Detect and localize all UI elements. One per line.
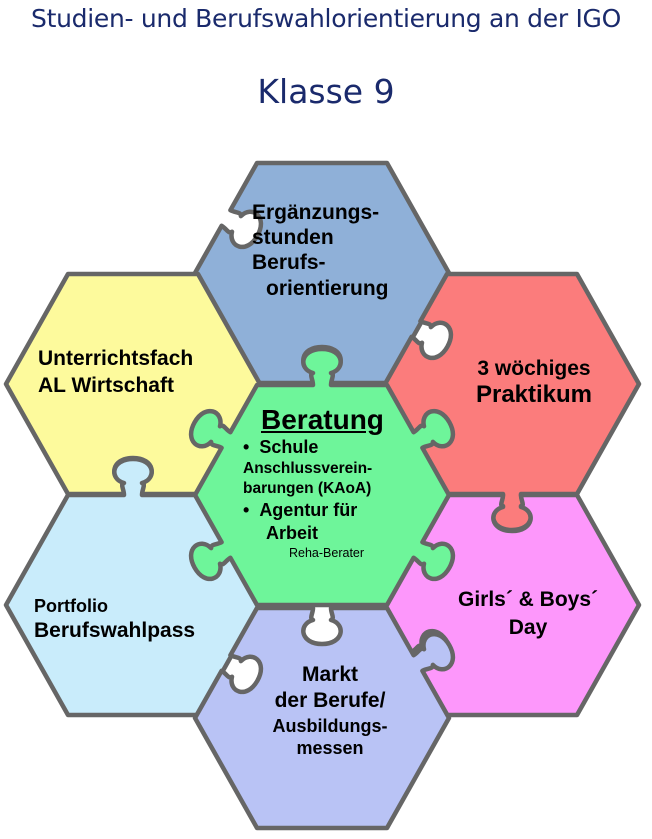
bullet-text: Agentur für xyxy=(259,499,358,520)
bullet-icon: • xyxy=(243,499,260,520)
piece-lower-left-label: Portfolio Berufswahlpass xyxy=(34,596,195,643)
page-title: Studien- und Berufswahlorientierung an d… xyxy=(31,4,621,33)
page-subtitle: Klasse 9 xyxy=(257,72,395,111)
piece-center-label: Beratung • Schule Anschlussverein- barun… xyxy=(243,404,384,561)
piece-upper-left-label: Unterrichtsfach AL Wirtschaft xyxy=(38,345,193,400)
bullet-icon: • xyxy=(243,437,260,458)
label-line: Unterrichtsfach xyxy=(38,347,194,370)
label-line: stunden xyxy=(252,226,334,250)
center-bullet-1: • Schule xyxy=(243,436,384,459)
puzzle-piece-lower-left xyxy=(3,456,263,718)
label-line: Ausbildungs- xyxy=(272,715,388,736)
bullet-text: Schule xyxy=(259,437,319,458)
label-line: Berufswahlpass xyxy=(34,618,196,642)
label-line: AL Wirtschaft xyxy=(38,374,174,398)
center-note: Reha-Berater xyxy=(289,545,365,560)
center-bullet-2: • Agentur für xyxy=(243,499,384,522)
label-line: Portfolio xyxy=(34,596,108,616)
label-line: barungen (KAoA) xyxy=(243,480,372,498)
label-line: Anschlussverein- xyxy=(243,460,373,478)
label-line: Girls´ & Boys´ xyxy=(457,588,599,611)
label-line: der Berufe/ xyxy=(274,689,386,713)
label-line: Markt xyxy=(301,663,359,686)
puzzle-piece-center xyxy=(188,346,456,608)
label-line: messen xyxy=(296,738,364,758)
center-heading: Beratung xyxy=(261,404,384,435)
puzzle-piece-bottom xyxy=(192,605,456,831)
label-line: Praktikum xyxy=(475,381,593,409)
label-line: orientierung xyxy=(266,276,389,300)
label-line: Arbeit xyxy=(266,522,319,543)
label-line: Day xyxy=(508,616,548,640)
piece-lower-right-label: Girls´ & Boys´ Day xyxy=(448,586,608,643)
piece-bottom-label: Markt der Berufe/ Ausbildungs- messen xyxy=(250,662,410,760)
label-line: 3 wöchiges xyxy=(477,357,591,380)
label-line: Ergänzungs- xyxy=(252,201,380,224)
piece-top-label: Ergänzungs- stunden Berufs- orientierung xyxy=(252,200,389,301)
piece-upper-right-label: 3 wöchiges Praktikum xyxy=(453,356,615,410)
label-line: Berufs- xyxy=(252,251,326,275)
